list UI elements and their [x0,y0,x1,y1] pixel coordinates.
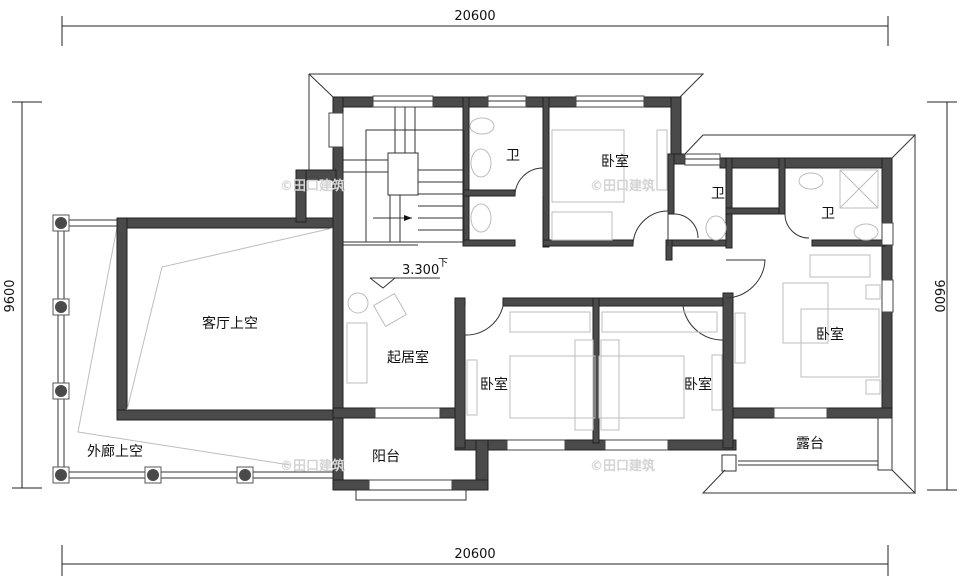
room-label-bedroom-south-left: 卧室 [480,376,508,393]
room-labels: 客厅上空 外廊上空 起居室 阳台 露台 卫 卫 卫 卧室 卧室 卧室 卧室 [87,148,844,465]
watermarks: ©田口建筑 ©田口建筑 ©田口建筑 ©田口建筑 [280,178,655,474]
staircase [343,107,465,246]
dimension-left-label: 9600 [3,279,18,312]
room-label-bedroom-east: 卧室 [816,326,844,343]
room-label-balcony: 阳台 [372,449,400,465]
room-label-bedroom-north: 卧室 [601,153,629,170]
exterior-walls [295,96,893,491]
roof-eave-outline [308,73,917,495]
stair-direction-arrow-icon [404,215,412,221]
room-label-bedroom-south-right: 卧室 [684,376,712,393]
elevation-mark: 3.300 下 [369,258,448,289]
dimension-bottom: 20600 [61,545,889,576]
watermark: ©田口建筑 [280,458,345,474]
columns [52,214,254,484]
room-label-outer-corridor-void: 外廊上空 [87,443,143,460]
room-label-bath-2: 卫 [711,186,725,202]
dimension-top-label: 20600 [454,9,495,24]
dimension-top: 20600 [61,9,889,46]
room-label-family-room: 起居室 [387,349,429,366]
watermark: ©田口建筑 [590,178,655,194]
room-label-bath-1: 卫 [506,148,520,164]
dimension-bottom-label: 20600 [454,547,495,562]
terrace-railing [721,417,893,472]
dimension-right-label: 9600 [931,279,946,312]
living-room-void [116,217,336,421]
outer-corridor [57,219,334,479]
elevation-direction: 下 [438,258,448,269]
room-label-bath-3: 卫 [821,206,835,222]
room-label-living-void: 客厅上空 [202,315,258,332]
elevation-value: 3.300 [402,263,439,278]
dimension-right: 9600 [927,101,957,491]
furniture [346,117,881,431]
room-label-terrace: 露台 [796,436,824,452]
watermark: ©田口建筑 [280,178,345,194]
watermark: ©田口建筑 [590,458,655,474]
dimension-left: 9600 [3,101,42,489]
windows [328,95,894,501]
